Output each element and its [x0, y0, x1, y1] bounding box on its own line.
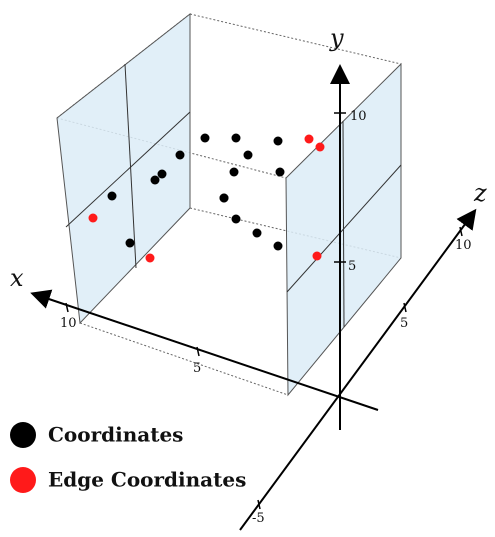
coordinate-point	[273, 136, 283, 146]
coordinate-point	[275, 167, 285, 177]
legend-label-coordinates: Coordinates	[48, 422, 184, 447]
legend-label-edge-coordinates: Edge Coordinates	[48, 467, 247, 492]
y-tick-10: 10	[350, 109, 367, 124]
x-axis	[30, 289, 379, 411]
legend-swatch-black	[10, 421, 36, 448]
edge-coordinate-point	[145, 253, 155, 263]
coordinate-point	[150, 175, 160, 185]
left-panel	[56, 12, 191, 325]
axes	[30, 64, 477, 531]
coordinate-point	[219, 193, 229, 203]
coordinate-point	[175, 150, 185, 160]
x-axis-label: x	[10, 264, 24, 292]
coordinate-point	[231, 214, 241, 224]
z-tick-10: 10	[455, 238, 472, 253]
legend-swatch-red	[10, 466, 36, 493]
coordinate-point	[243, 150, 253, 160]
coordinate-point	[125, 238, 135, 248]
x-tick-10: 10	[60, 316, 77, 331]
z-tick-minus-5: -5	[252, 511, 265, 526]
legend-item-edge-coordinates: Edge Coordinates	[10, 466, 246, 493]
coordinate-point	[200, 133, 210, 143]
z-axis-label: z	[473, 179, 487, 207]
edge-coordinate-point	[304, 134, 314, 144]
coordinate-point	[273, 241, 283, 251]
y-axis-label: y	[329, 24, 344, 52]
y-tick-5: 5	[348, 259, 356, 274]
edge-coordinate-point	[312, 251, 322, 261]
x-tick-5: 5	[193, 361, 201, 376]
right-panel	[285, 62, 402, 397]
edge-coordinate-point	[88, 213, 98, 223]
coordinate-point	[229, 167, 239, 177]
z-axis	[239, 208, 477, 531]
legend-item-coordinates: Coordinates	[10, 421, 183, 448]
coordinate-point	[252, 228, 262, 238]
coordinate-point	[157, 169, 167, 179]
z-tick-5: 5	[400, 316, 408, 331]
points	[88, 133, 325, 263]
coordinate-point	[107, 191, 117, 201]
coordinate-point	[231, 133, 241, 143]
tick-marks	[65, 112, 463, 510]
edge-coordinate-point	[315, 142, 325, 152]
